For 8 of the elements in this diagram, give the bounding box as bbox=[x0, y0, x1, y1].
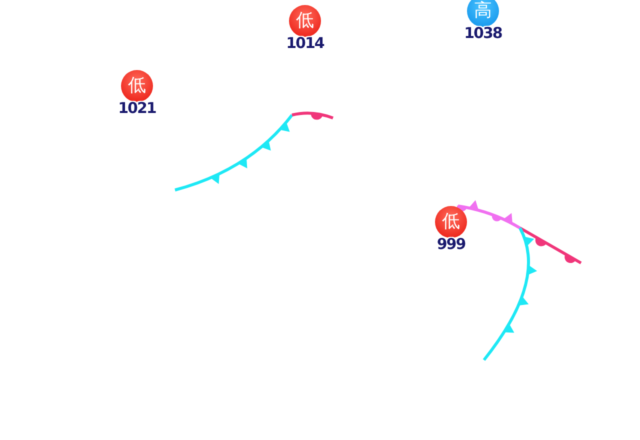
pressure-value: 1014 bbox=[285, 35, 326, 51]
pressure-circle: 高 bbox=[467, 0, 499, 27]
pressure-circle: 低 bbox=[121, 70, 153, 102]
pressure-value: 999 bbox=[436, 236, 466, 252]
pressure-value: 1038 bbox=[463, 25, 503, 41]
pressure-circle: 低 bbox=[289, 5, 321, 37]
pressure-circle: 低 bbox=[435, 206, 467, 238]
pressure-value: 1021 bbox=[117, 100, 157, 116]
